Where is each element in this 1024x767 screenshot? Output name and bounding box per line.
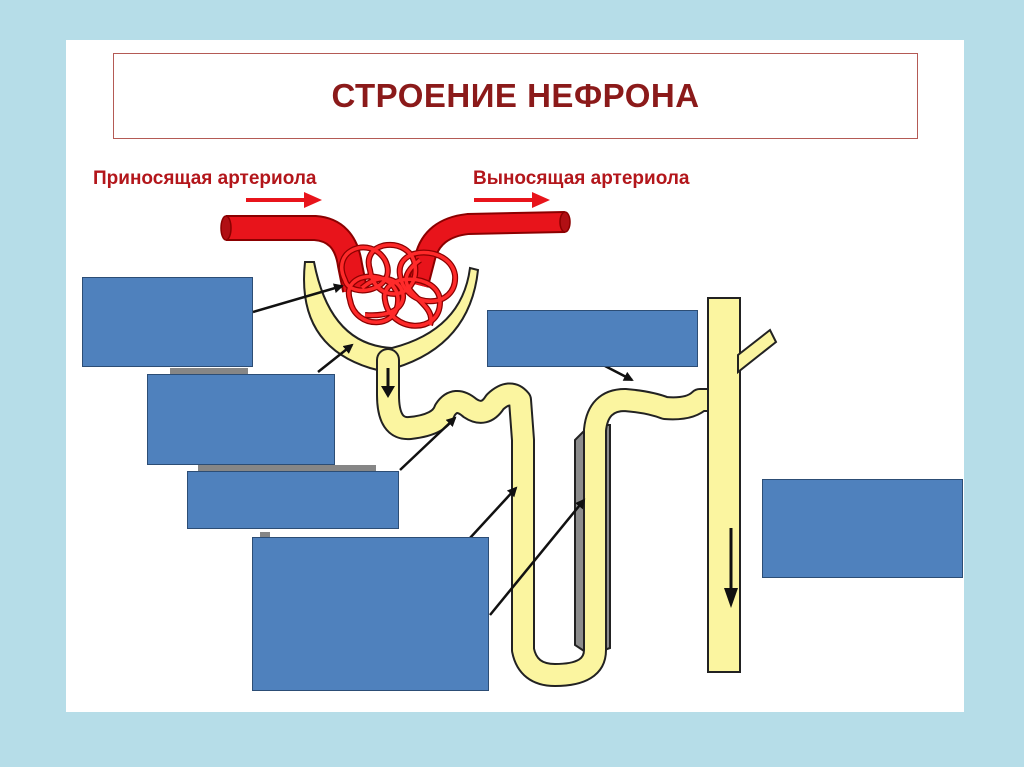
collecting-flow-arrow-icon <box>724 528 738 608</box>
answer-box-collecting-duct[interactable] <box>762 479 963 578</box>
pointer-loop-ascending <box>489 498 586 616</box>
afferent-arteriole-label: Приносящая артериола <box>93 168 317 189</box>
answer-box-distal-tubule[interactable] <box>487 310 698 367</box>
pointer-lines <box>252 283 634 616</box>
afferent-arteriole <box>220 215 368 293</box>
glomerulus-highlight <box>340 243 457 328</box>
flow-arrow-out-icon <box>474 192 550 208</box>
answer-box-capsule[interactable] <box>147 374 335 465</box>
flow-down-arrow-icon <box>381 368 395 398</box>
answer-box-proximal-tubule[interactable] <box>187 471 399 529</box>
flow-arrow-in-icon <box>246 192 322 208</box>
pointer-proximal-tubule <box>399 416 457 471</box>
pointer-glomerulus <box>252 283 344 314</box>
answer-box-loop-of-henle[interactable] <box>252 537 489 691</box>
collecting-duct <box>707 297 778 673</box>
hidden-label-fragment <box>170 368 248 374</box>
renal-tubule <box>376 348 732 687</box>
page-title: СТРОЕНИЕ НЕФРОНА <box>331 77 700 114</box>
efferent-arteriole-label: Выносящая артериола <box>473 168 690 189</box>
efferent-arteriole <box>407 211 571 288</box>
answer-box-glomerulus[interactable] <box>82 277 253 367</box>
pointer-loop-descending <box>469 486 518 539</box>
title-box: СТРОЕНИЕ НЕФРОНА <box>113 53 918 139</box>
hidden-label-fragment <box>260 532 270 538</box>
hidden-label-fragment <box>198 465 376 471</box>
pointer-distal-tubule <box>604 364 634 382</box>
pointer-capsule <box>317 343 354 373</box>
